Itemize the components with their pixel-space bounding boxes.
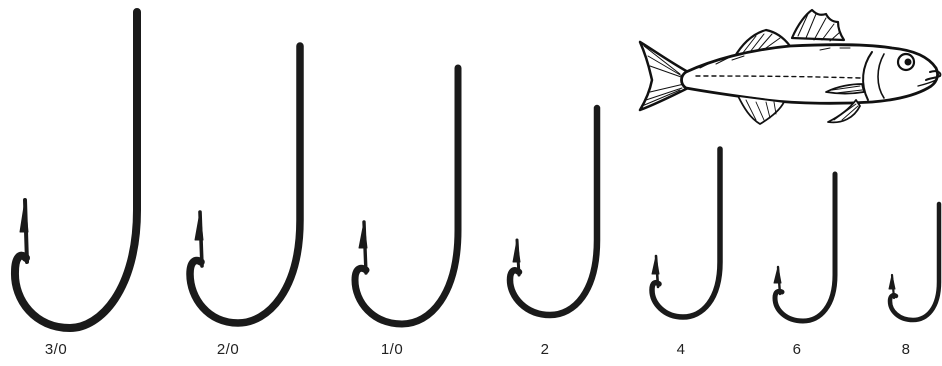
fish-illustration [640,10,940,124]
hook-size-label-3-0: 3/0 [45,341,67,358]
hook-size-label-4: 4 [677,341,686,358]
hook-size-label-6: 6 [793,341,802,358]
hook-6 [774,174,835,321]
hook-3-0 [15,12,137,328]
hook-8 [889,204,939,320]
hook-size-label-2: 2 [541,341,550,358]
hook-size-label-1-0: 1/0 [381,341,403,358]
hook-1-0 [355,68,458,324]
hook-2-0 [190,46,300,323]
hook-size-label-2-0: 2/0 [217,341,239,358]
hook-4 [652,149,720,317]
hook-2 [510,108,597,315]
hook-size-label-8: 8 [902,341,911,358]
